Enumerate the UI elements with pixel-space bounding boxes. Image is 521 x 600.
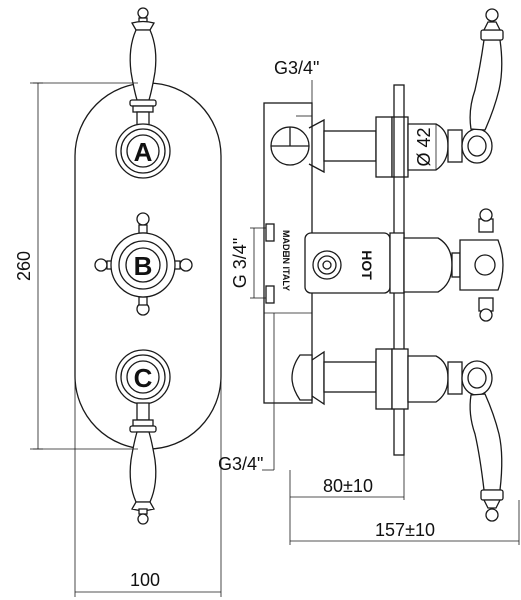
depth-dimension: 80±10 [289,455,405,545]
middle-thread-label: G 3/4" [230,238,250,288]
bottom-thread-port: G3/4" [218,350,325,474]
width-dimension: 100 [74,300,222,597]
height-dimension-label: 260 [14,251,34,281]
width-dimension-label: 100 [130,570,160,590]
valve-c: C [115,349,171,405]
made-in-italy-line-2: IN ITALY [281,255,291,291]
depth-dimension-label: 80±10 [323,476,373,496]
top-thread-label: G3/4" [274,58,319,78]
valve-a: A [115,123,171,179]
middle-thread-dimension: G 3/4" [230,227,266,299]
bottom-handle [129,402,157,525]
middle-valve-side: HOT MADE IN ITALY [281,208,504,322]
valve-label-a: A [134,137,153,167]
made-in-italy-line-1: MADE [281,230,291,257]
top-thread-port: G3/4" [270,58,325,174]
top-valve-side: Ø 42 [323,8,504,178]
diameter-label: Ø 42 [414,127,434,166]
valve-label-b: B [134,251,153,281]
valve-label-c: C [134,363,153,393]
top-handle [129,7,157,129]
side-view: G3/4" Ø 42 HOT MADE [218,8,520,545]
valve-b: B [94,212,193,316]
height-dimension: 260 [14,82,138,450]
hot-label: HOT [359,250,375,280]
total-depth-dimension-label: 157±10 [375,520,435,540]
bottom-valve-side [323,348,504,522]
front-view: A B C [14,7,222,597]
total-depth-dimension: 157±10 [290,500,520,545]
bottom-thread-label: G3/4" [218,454,263,474]
